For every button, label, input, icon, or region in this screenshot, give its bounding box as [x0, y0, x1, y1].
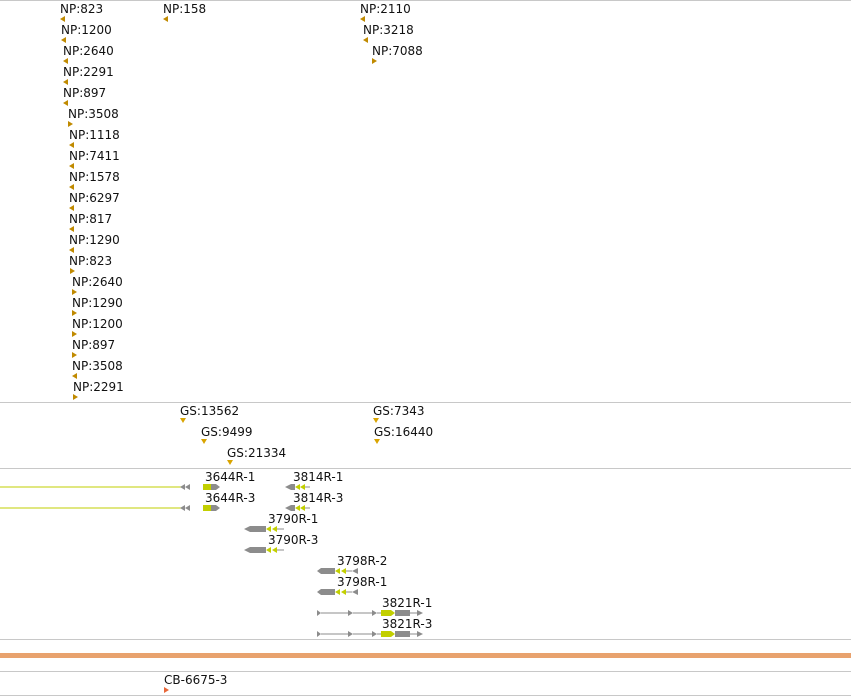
feature-label: NP:2110 [360, 2, 411, 16]
strand-right-icon [164, 687, 169, 693]
strand-right-icon [72, 331, 77, 337]
feature-label: 3644R-1 [205, 470, 256, 484]
feature-label: GS:13562 [180, 404, 240, 418]
transcript-3821R-3[interactable] [317, 631, 423, 637]
transcript-3790R-1[interactable] [244, 526, 284, 532]
feature-label: GS:21334 [227, 446, 287, 460]
feature-label: NP:897 [72, 338, 116, 352]
feature-label: NP:1290 [72, 296, 123, 310]
transcript-3814R-3[interactable] [285, 505, 310, 511]
feature-marker-icon [227, 460, 233, 465]
feature-label: NP:1200 [72, 317, 123, 331]
feature-marker-icon [374, 439, 380, 444]
feature-label: NP:1290 [69, 233, 120, 247]
strand-left-icon [72, 373, 77, 379]
strand-right-icon [72, 289, 77, 295]
strand-right-icon [68, 121, 73, 127]
track-separator [0, 671, 851, 672]
strand-right-icon [73, 394, 78, 400]
feature-label: NP:817 [69, 212, 113, 226]
feature-label: NP:823 [60, 2, 104, 16]
feature-label: 3790R-3 [268, 533, 319, 547]
track-separator [0, 0, 851, 1]
transcript-3814R-1[interactable] [285, 484, 310, 490]
transcript-3790R-3[interactable] [244, 547, 284, 553]
feature-label: CB-6675-3 [164, 673, 228, 687]
feature-label: 3790R-1 [268, 512, 319, 526]
track-separator [0, 468, 851, 469]
feature-label: NP:1200 [61, 23, 112, 37]
reference-sequence-bar[interactable] [0, 653, 851, 658]
feature-label: NP:7088 [372, 44, 423, 58]
strand-right-icon [72, 310, 77, 316]
feature-label: NP:2291 [63, 65, 114, 79]
strand-left-icon [60, 16, 65, 22]
feature-label: NP:7411 [69, 149, 120, 163]
strand-right-icon [70, 268, 75, 274]
feature-label: NP:823 [69, 254, 113, 268]
strand-left-icon [69, 142, 74, 148]
strand-left-icon [363, 37, 368, 43]
feature-label: NP:2291 [73, 380, 124, 394]
strand-left-icon [61, 37, 66, 43]
strand-right-icon [72, 352, 77, 358]
feature-label: NP:1118 [69, 128, 120, 142]
feature-label: GS:9499 [201, 425, 253, 439]
feature-label: NP:158 [163, 2, 207, 16]
strand-left-icon [63, 58, 68, 64]
feature-label: NP:1578 [69, 170, 120, 184]
feature-label: 3798R-2 [337, 554, 388, 568]
strand-left-icon [360, 16, 365, 22]
feature-label: NP:2640 [63, 44, 114, 58]
feature-label: 3644R-3 [205, 491, 256, 505]
feature-label: 3814R-3 [293, 491, 344, 505]
feature-label: NP:3508 [68, 107, 119, 121]
feature-marker-icon [180, 418, 186, 423]
track-separator [0, 639, 851, 640]
strand-left-icon [69, 226, 74, 232]
feature-label: 3821R-1 [382, 596, 433, 610]
feature-label: GS:16440 [374, 425, 434, 439]
feature-label: NP:3218 [363, 23, 414, 37]
transcript-3821R-1[interactable] [317, 610, 423, 616]
feature-label: 3821R-3 [382, 617, 433, 631]
strand-left-icon [69, 163, 74, 169]
transcript-3644R-1[interactable] [0, 484, 220, 490]
feature-marker-icon [373, 418, 379, 423]
strand-left-icon [69, 205, 74, 211]
np-track: NP:823 NP:1200 NP:2640 NP:2291 NP:897 NP… [60, 2, 423, 400]
strand-right-icon [372, 58, 377, 64]
transcript-3798R-2[interactable] [317, 568, 358, 574]
strand-left-icon [63, 79, 68, 85]
strand-left-icon [69, 247, 74, 253]
transcript-3644R-3[interactable] [0, 505, 220, 511]
feature-label: NP:3508 [72, 359, 123, 373]
feature-label: 3798R-1 [337, 575, 388, 589]
feature-label: NP:6297 [69, 191, 120, 205]
strand-left-icon [163, 16, 168, 22]
track-separator [0, 402, 851, 403]
feature-label: NP:897 [63, 86, 107, 100]
feature-label: GS:7343 [373, 404, 425, 418]
strand-left-icon [69, 184, 74, 190]
transcript-3798R-1[interactable] [317, 589, 358, 595]
strand-left-icon [63, 100, 68, 106]
feature-marker-icon [201, 439, 207, 444]
feature-label: 3814R-1 [293, 470, 344, 484]
feature-label: NP:2640 [72, 275, 123, 289]
